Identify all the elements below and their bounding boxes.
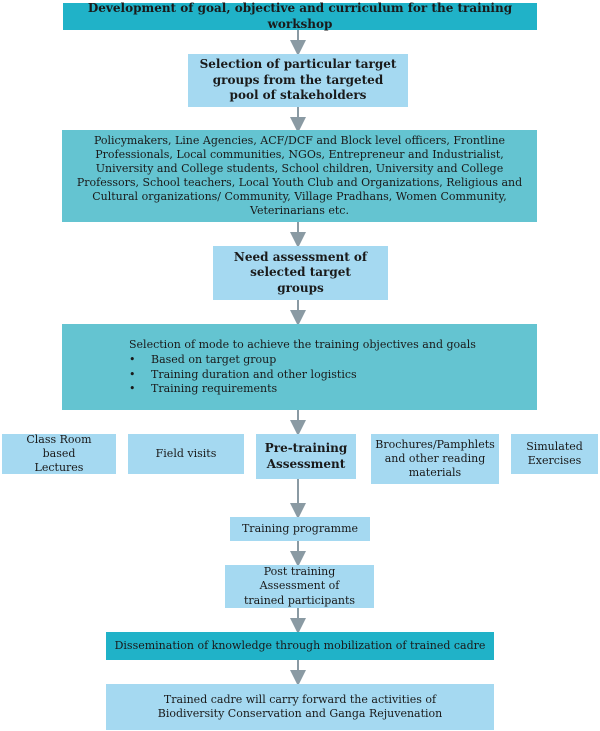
mode-box: Selection of mode to achieve the trainin… (62, 324, 537, 410)
brochures-box: Brochures/Pamphlets and other reading ma… (371, 434, 499, 484)
pre-training-box: Pre-training Assessment (256, 434, 356, 479)
brochures-text: Brochures/Pamphlets and other reading ma… (375, 437, 495, 480)
programme-text: Training programme (241, 521, 359, 535)
stakeholders-box: Policymakers, Line Agencies, ACF/DCF and… (62, 130, 537, 222)
dissemination-box: Dissemination of knowledge through mobil… (106, 632, 494, 660)
dissemination-text: Dissemination of knowledge through mobil… (114, 638, 486, 652)
mode-bullet-1: Based on target group (129, 353, 476, 367)
outcome-text: Trained cadre will carry forward the act… (157, 692, 443, 720)
outcome-box: Trained cadre will carry forward the act… (106, 684, 494, 730)
mode-bullets: Based on target group Training duration … (129, 353, 476, 395)
mode-bullet-3: Training requirements (129, 382, 476, 396)
selection-text: Selection of particular target groups fr… (199, 57, 397, 103)
classroom-box: Class Room based Lectures (2, 432, 116, 475)
need-assessment-box: Need assessment of selected target group… (213, 246, 388, 300)
simulated-box: Simulated Exercises (511, 434, 598, 474)
post-assessment-box: Post training Assessment of trained part… (225, 565, 374, 608)
goal-box: Development of goal, objective and curri… (63, 1, 537, 31)
mode-content: Selection of mode to achieve the trainin… (129, 338, 476, 395)
classroom-text: Class Room based Lectures (26, 432, 92, 475)
need-assessment-text: Need assessment of selected target group… (233, 249, 368, 295)
mode-title: Selection of mode to achieve the trainin… (129, 338, 476, 352)
mode-bullet-2: Training duration and other logistics (129, 368, 476, 382)
simulated-text: Simulated Exercises (526, 439, 583, 467)
post-assessment-text: Post training Assessment of trained part… (243, 565, 356, 607)
goal-text: Development of goal, objective and curri… (87, 1, 513, 31)
pre-training-text: Pre-training Assessment (264, 441, 348, 471)
stakeholders-text: Policymakers, Line Agencies, ACF/DCF and… (76, 133, 523, 218)
programme-box: Training programme (230, 517, 370, 541)
field-visits-text: Field visits (155, 446, 217, 460)
selection-box: Selection of particular target groups fr… (188, 54, 408, 107)
field-visits-box: Field visits (128, 434, 244, 474)
